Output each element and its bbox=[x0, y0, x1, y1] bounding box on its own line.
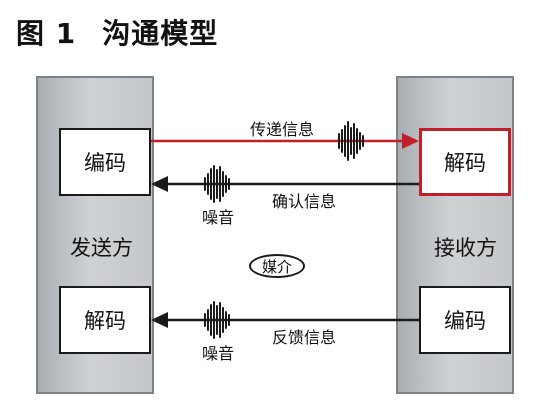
receiver-encode-box: 编码 bbox=[419, 286, 511, 354]
sender-decode-box: 解码 bbox=[59, 286, 151, 354]
noise-wave-icon bbox=[204, 165, 230, 203]
transmit-arrow bbox=[151, 133, 419, 149]
receiver-decode-box: 解码 bbox=[419, 128, 511, 196]
confirm-label: 确认信息 bbox=[272, 192, 337, 211]
figure-number: 图 1 bbox=[16, 17, 77, 50]
figure-caption: 沟通模型 bbox=[102, 17, 219, 50]
feedback-label: 反馈信息 bbox=[272, 328, 337, 347]
medium-ellipse: 媒介 bbox=[249, 254, 305, 278]
sender-encode-box: 编码 bbox=[59, 128, 151, 196]
receiver-label: 接收方 bbox=[434, 236, 497, 260]
noise-label-bottom: 噪音 bbox=[202, 344, 235, 363]
sender-label: 发送方 bbox=[70, 236, 133, 260]
noise-wave-icon bbox=[204, 301, 230, 339]
noise-label-top: 噪音 bbox=[202, 208, 235, 227]
transmit-label: 传递信息 bbox=[250, 120, 315, 139]
figure-title: 图 1 沟通模型 bbox=[16, 12, 218, 52]
noise-wave-icon bbox=[338, 121, 364, 161]
